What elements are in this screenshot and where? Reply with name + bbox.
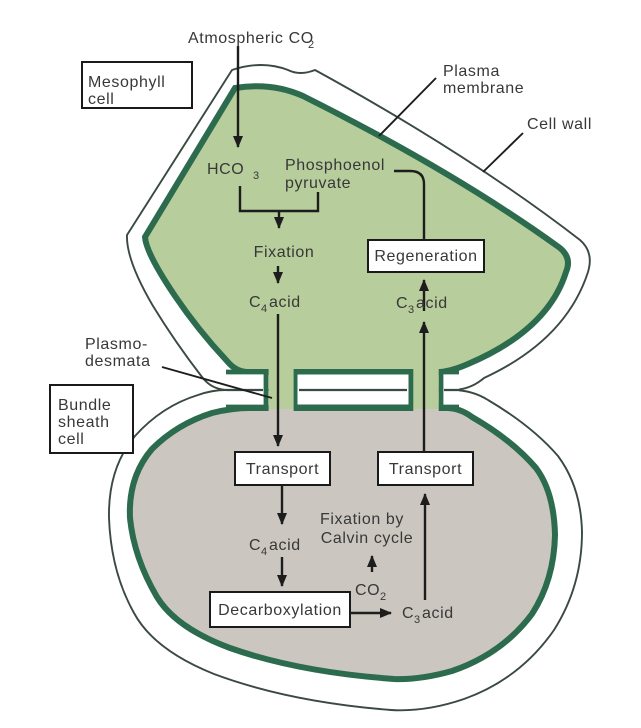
regeneration-box <box>367 239 485 273</box>
pep-label-line1: Phosphoenol <box>285 157 385 174</box>
hco3-label: HCO <box>207 161 244 178</box>
c4-acid-bundle-subscript: 4 <box>261 546 268 558</box>
pep-label-line2: pyruvate <box>285 175 351 192</box>
co2-bundle-label: CO <box>355 582 380 599</box>
c4-acid-mesophyll-label: C <box>249 294 261 311</box>
plasmodesma-channel-right-lower <box>413 409 439 415</box>
bundle-sheath-cell-shape <box>108 389 583 712</box>
transport-left-box <box>234 451 331 486</box>
c3-acid-mesophyll-tail: acid <box>416 295 448 312</box>
calvin-cycle-label-line2: Calvin cycle <box>321 530 414 547</box>
mesophyll-cell-label-box <box>81 61 193 109</box>
cell-wall-segment-right-border <box>438 369 459 410</box>
decarboxylation-label: Decarboxylation <box>218 602 342 619</box>
mesophyll-cell-label-line1: Mesophyll <box>88 74 165 91</box>
plasma-membrane-pointer-line <box>378 77 437 137</box>
co2-bundle-subscript: 2 <box>380 591 387 603</box>
line-regeneration-to-pep <box>394 169 426 240</box>
c4-acid-mesophyll-tail: acid <box>269 294 301 311</box>
plasmodesma-channel-left <box>268 365 294 409</box>
plasma-membrane-label-line2: membrane <box>443 80 524 97</box>
plasmodesma-channel-right <box>413 365 439 409</box>
decarboxylation-box <box>209 591 351 628</box>
plasmodesmata-pointer-line <box>161 366 273 399</box>
c3-acid-bundle-label: C <box>402 605 414 622</box>
c4-acid-mesophyll-subscript: 4 <box>261 303 268 315</box>
bundle-sheath-label-line1: Bundle <box>58 397 111 414</box>
cell-junction <box>226 365 459 415</box>
regeneration-label: Regeneration <box>374 248 477 265</box>
cell-wall-pointer-line <box>482 132 524 173</box>
atmospheric-co2-subscript: 2 <box>308 39 315 51</box>
bundle-sheath-label-line2: sheath <box>58 414 110 431</box>
plasmodesma-channel-left-lower <box>268 409 294 415</box>
c3-acid-mesophyll-subscript: 3 <box>408 304 415 316</box>
mesophyll-cell-shape <box>126 64 591 391</box>
plasmodesmata-label-line1: Plasmo- <box>85 336 148 353</box>
c4-acid-bundle-label: C <box>249 537 261 554</box>
calvin-cycle-label-line1: Fixation by <box>320 511 404 528</box>
transport-left-label: Transport <box>246 461 319 478</box>
c3-acid-mesophyll-label: C <box>396 295 408 312</box>
hco3-subscript: 3 <box>253 170 260 182</box>
mesophyll-cell-label-line2: cell <box>88 91 114 108</box>
mesophyll-plasma-membrane <box>141 83 571 375</box>
transport-right-box <box>377 451 474 486</box>
c3-acid-bundle-subscript: 3 <box>414 614 421 626</box>
bundle-sheath-label-box <box>49 384 134 454</box>
fixation-label: Fixation <box>254 244 315 261</box>
c3-acid-bundle-tail: acid <box>422 605 454 622</box>
cell-wall-label: Cell wall <box>527 116 592 133</box>
cell-wall-segment-left-border <box>226 369 269 410</box>
plasma-membrane-label-line1: Plasma <box>443 63 500 80</box>
transport-right-label: Transport <box>389 461 462 478</box>
c4-acid-bundle-tail: acid <box>269 537 301 554</box>
atmospheric-co2-label: Atmospheric CO <box>188 30 314 47</box>
plasmodesmata-label-line2: desmata <box>85 353 151 370</box>
bundle-sheath-label-line3: cell <box>58 431 84 448</box>
